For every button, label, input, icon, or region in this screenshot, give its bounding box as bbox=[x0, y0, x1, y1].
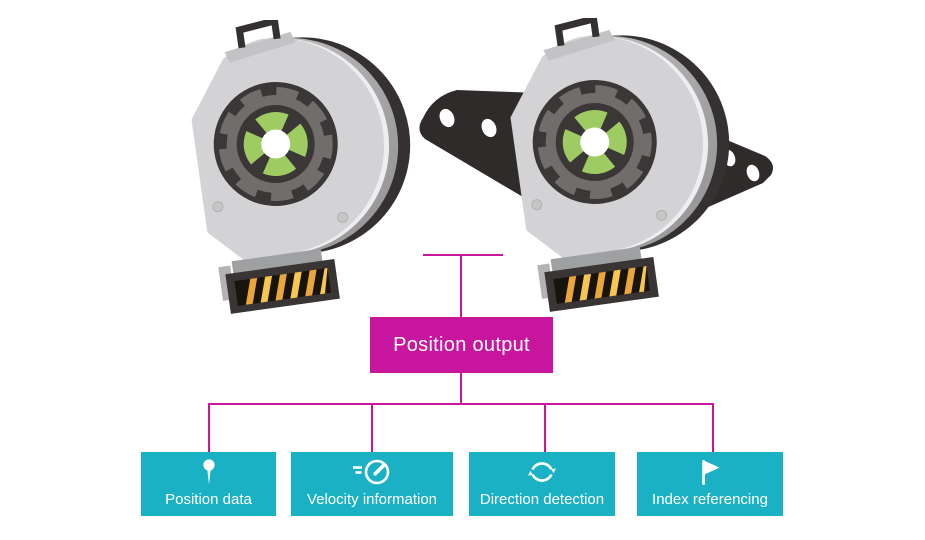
flow-box-label: Position data bbox=[165, 491, 252, 508]
flow-box-direction-detection: Direction detection bbox=[469, 452, 615, 516]
rotation-icon bbox=[528, 462, 556, 482]
connector-drop-1 bbox=[208, 403, 210, 453]
flow-box-label: Velocity information bbox=[306, 491, 438, 508]
flow-box-label: Direction detection bbox=[479, 491, 605, 508]
connector-drop-4 bbox=[712, 403, 714, 453]
flow-box-label: Index referencing bbox=[652, 491, 768, 508]
rotary-encoder-plain-illustration bbox=[172, 20, 417, 320]
flow-box-position-data: Position data bbox=[141, 452, 276, 516]
connector-branch-bar bbox=[208, 403, 714, 405]
pin-icon bbox=[202, 459, 215, 485]
flow-box-index-referencing: Index referencing bbox=[637, 452, 783, 516]
flag-icon bbox=[702, 460, 720, 485]
flow-box-position-output: Position output bbox=[370, 317, 553, 373]
rotary-encoder-flanged-illustration bbox=[419, 18, 773, 318]
connector-top-stem bbox=[460, 254, 462, 318]
flow-box-label: Position output bbox=[393, 333, 530, 356]
connector-drop-2 bbox=[371, 403, 373, 453]
connector-top-bar bbox=[423, 254, 503, 256]
connector-drop-3 bbox=[544, 403, 546, 453]
speedometer-icon bbox=[353, 459, 390, 485]
flow-box-velocity-information: Velocity information bbox=[291, 452, 453, 516]
connector-root-stem bbox=[460, 373, 462, 405]
